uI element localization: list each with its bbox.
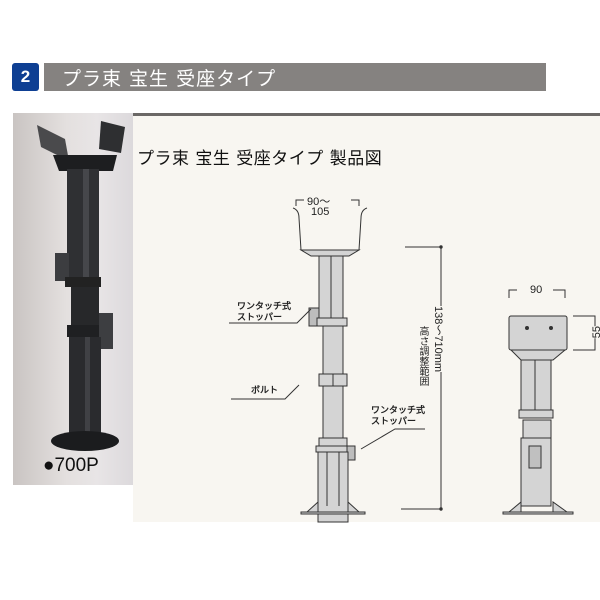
callout-bolt: ボルト (251, 386, 279, 396)
technical-drawing (229, 199, 596, 523)
section-title-bar: プラ束 宝生 受座タイプ (44, 63, 546, 91)
support-post-photo-illustration (37, 121, 125, 451)
side-width-dim: 90 (528, 284, 545, 296)
section-header: 2 (12, 63, 39, 91)
height-range-text: 高さ調整範囲 (417, 326, 428, 386)
section-title: プラ束 宝生 受座タイプ (62, 67, 277, 90)
model-label: ●700P (43, 455, 99, 476)
height-range-label: 高さ調整範囲 (416, 326, 428, 386)
callout-lower-stopper: ワンタッチ式 ストッパー (371, 406, 425, 428)
top-width-dim-line2: 105 (311, 206, 330, 218)
callout-lower-stopper-line1: ワンタッチ式 (371, 406, 426, 416)
callout-upper-stopper-line1: ワンタッチ式 (237, 302, 292, 312)
callout-lower-stopper-line2: ストッパー (371, 417, 417, 427)
product-photo: ●700P (13, 113, 133, 485)
section-number-badge: 2 (12, 63, 39, 91)
seat-height-dim: 55 (591, 326, 600, 339)
top-width-dim-line1: 90～ (307, 196, 331, 208)
drawing-title: プラ束 宝生 受座タイプ 製品図 (137, 149, 383, 169)
height-range-value: 138～710mm (430, 306, 446, 373)
callout-upper-stopper: ワンタッチ式 ストッパー (237, 302, 291, 324)
callout-upper-stopper-line2: ストッパー (237, 313, 283, 323)
product-drawing-panel: プラ束 宝生 受座タイプ 製品図 (133, 113, 600, 523)
